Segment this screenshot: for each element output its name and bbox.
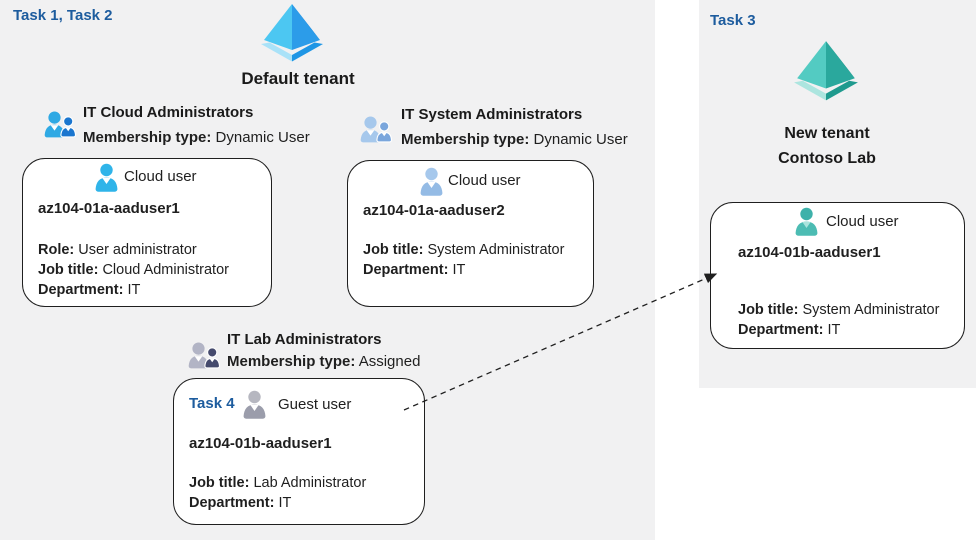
membership-label: Membership type: (227, 353, 356, 370)
membership-value: Dynamic User (215, 129, 310, 146)
field-job-title: Job title: Lab Administrator (189, 475, 367, 491)
guest-user-icon (243, 390, 266, 419)
membership-value: Assigned (358, 353, 421, 370)
group-icon-cloud-admins (44, 111, 77, 138)
tenant-title-new-line2: Contoso Lab (778, 150, 876, 167)
group-icon-lab-admins (188, 342, 221, 369)
tenant-title-default: Default tenant (241, 69, 355, 88)
cloud-user-icon (795, 207, 818, 236)
field-role: Role: User administrator (38, 242, 197, 258)
field-department: Department: IT (189, 495, 292, 511)
group-title-system-admins: IT System Administrators (401, 106, 583, 123)
field-job-title: Job title: System Administrator (363, 242, 565, 258)
membership-label: Membership type: (401, 131, 530, 148)
user-type-label: Cloud user (448, 172, 521, 189)
group-membership-lab-admins: Membership type: Assigned (227, 353, 420, 370)
cloud-user-icon (95, 163, 118, 192)
user-fields: Role: User administrator Job title: Clou… (38, 240, 229, 300)
user-card-cloud-user-2: Cloud user az104-01a-aaduser2 Job title:… (347, 160, 594, 307)
user-name: az104-01a-aaduser2 (363, 202, 505, 219)
user-name: az104-01b-aaduser1 (738, 244, 881, 261)
user-card-cloud-user-1: Cloud user az104-01a-aaduser1 Role: User… (22, 158, 272, 307)
user-name: az104-01a-aaduser1 (38, 200, 180, 217)
user-type-label: Guest user (278, 396, 352, 413)
field-job-title: Job title: Cloud Administrator (38, 262, 229, 278)
user-card-guest-user: Task 4 Guest user az104-01b-aaduser1 Job… (173, 378, 425, 525)
task-label-4: Task 4 (189, 395, 235, 412)
group-membership-system-admins: Membership type: Dynamic User (401, 131, 628, 148)
user-type-label: Cloud user (124, 168, 197, 185)
group-icon-system-admins (360, 116, 393, 143)
user-card-new-tenant-user: Cloud user az104-01b-aaduser1 Job title:… (710, 202, 965, 349)
membership-value: Dynamic User (533, 131, 628, 148)
field-department: Department: IT (363, 262, 466, 278)
cloud-user-icon (420, 167, 443, 196)
user-fields: Job title: System Administrator Departme… (363, 240, 564, 280)
field-department: Department: IT (38, 282, 141, 298)
tenant-title-new-line1: New tenant (784, 125, 870, 142)
user-name: az104-01b-aaduser1 (189, 435, 332, 452)
field-job-title: Job title: System Administrator (738, 302, 940, 318)
membership-label: Membership type: (83, 129, 212, 146)
group-title-lab-admins: IT Lab Administrators (227, 331, 382, 348)
task-label-3: Task 3 (710, 12, 756, 29)
user-fields: Job title: System Administrator Departme… (738, 300, 939, 340)
group-title-cloud-admins: IT Cloud Administrators (83, 104, 254, 121)
group-membership-cloud-admins: Membership type: Dynamic User (83, 129, 310, 146)
azure-ad-tenant-icon-blue (261, 4, 323, 62)
field-department: Department: IT (738, 322, 841, 338)
user-type-label: Cloud user (826, 213, 899, 230)
task-label-1-2: Task 1, Task 2 (13, 7, 113, 24)
azure-ad-tenant-icon-teal (794, 41, 858, 101)
user-fields: Job title: Lab Administrator Department:… (189, 473, 366, 513)
